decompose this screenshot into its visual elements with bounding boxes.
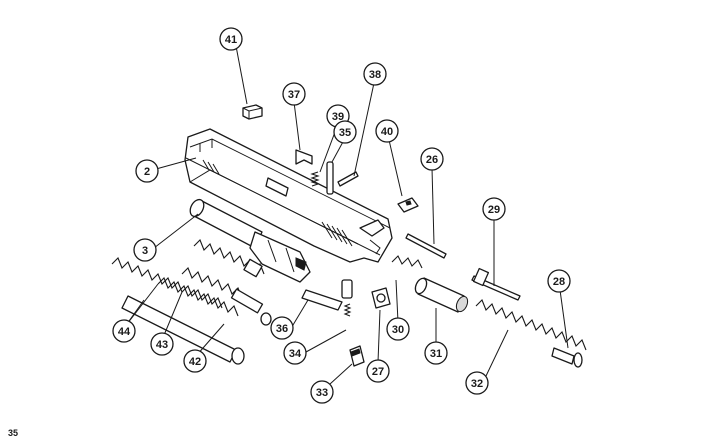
callout-27-label: 27 (372, 366, 384, 378)
callout-44: 44 (112, 319, 136, 343)
callout-31-label: 31 (430, 348, 442, 360)
callout-30: 30 (386, 317, 410, 341)
callout-28: 28 (547, 269, 571, 293)
callout-40-label: 40 (381, 126, 393, 138)
callout-32: 32 (465, 371, 489, 395)
part-36-slide-stop (301, 289, 343, 311)
callout-35: 35 (333, 120, 357, 144)
callout-3-label: 3 (142, 245, 148, 257)
callout-36-label: 36 (276, 323, 288, 335)
callout-35-label: 35 (339, 127, 351, 139)
part-26-rod (405, 233, 447, 259)
callout-32-label: 32 (471, 378, 483, 390)
callout-34-label: 34 (289, 348, 302, 360)
callout-37: 37 (282, 82, 306, 106)
callout-33-label: 33 (316, 387, 328, 399)
callout-26-label: 26 (426, 154, 438, 166)
part-27-spacer (371, 287, 391, 309)
part-30-spring (391, 255, 423, 269)
callout-43: 43 (150, 332, 174, 356)
callout-44-label: 44 (118, 326, 131, 338)
callout-28-label: 28 (553, 276, 565, 288)
page-number: 35 (8, 428, 19, 438)
part-33-block (349, 345, 365, 367)
callout-41-label: 41 (225, 34, 237, 46)
part-39-spring (310, 171, 320, 187)
part-38-thin-pin (337, 171, 359, 187)
callout-30-label: 30 (392, 324, 404, 336)
part-31-cylinder (414, 277, 469, 313)
callout-42-label: 42 (189, 356, 201, 368)
part-32-long-spring (475, 299, 587, 351)
callout-2: 2 (135, 159, 159, 183)
part-3-barrel (189, 198, 311, 283)
part-29-firing-pin (471, 267, 521, 301)
callout-33: 33 (310, 380, 334, 404)
callout-42: 42 (183, 349, 207, 373)
part-35-pin (326, 161, 334, 195)
part-34-plunger (341, 279, 353, 317)
callout-41: 41 (219, 27, 243, 51)
callout-26: 26 (420, 147, 444, 171)
part-41-rear-sight (242, 104, 263, 120)
part-44-spring-and-tube (111, 257, 245, 365)
callout-40: 40 (375, 119, 399, 143)
callout-37-label: 37 (288, 89, 300, 101)
part-28-end-cap (551, 347, 583, 368)
callout-3: 3 (133, 238, 157, 262)
part-43-guide-rod-spring (157, 277, 239, 317)
callout-38-label: 38 (369, 69, 381, 81)
part-2-slide (184, 128, 393, 263)
callout-39-label: 39 (332, 111, 344, 123)
part-37-bracket (295, 149, 313, 165)
callout-29: 29 (482, 197, 506, 221)
callout-2-label: 2 (144, 166, 150, 178)
part-40-block (397, 197, 419, 213)
callout-36: 36 (270, 316, 294, 340)
callout-38: 38 (363, 62, 387, 86)
callout-31: 31 (424, 341, 448, 365)
part-42-recoil-spring-assembly (181, 239, 272, 326)
callout-27: 27 (366, 359, 390, 383)
callout-43-label: 43 (156, 339, 168, 351)
callout-34: 34 (283, 341, 307, 365)
callout-29-label: 29 (488, 204, 500, 216)
